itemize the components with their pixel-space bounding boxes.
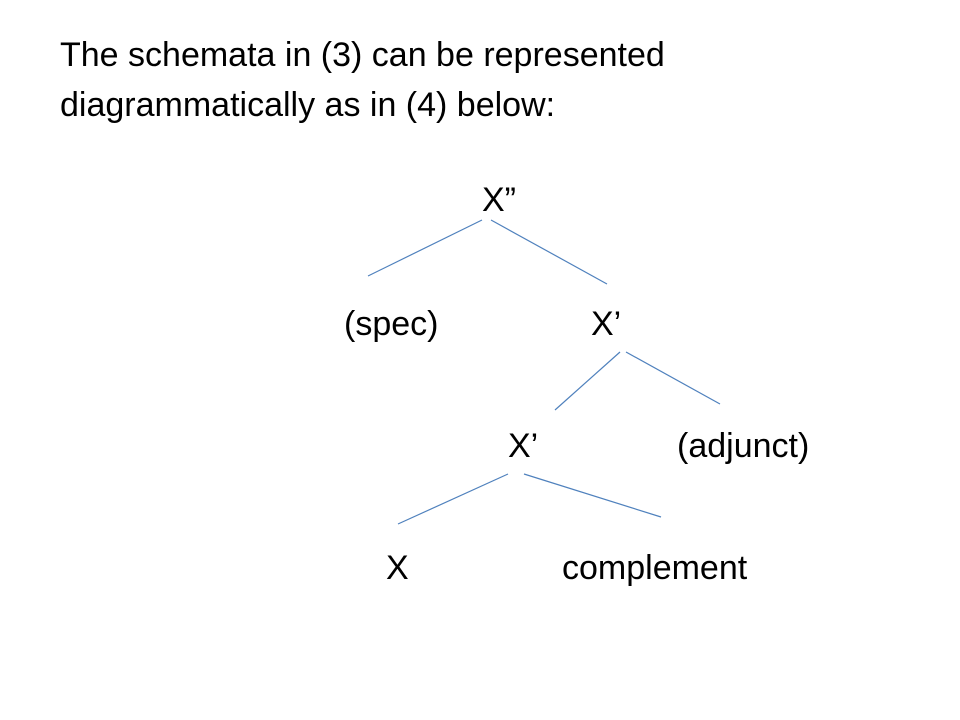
node-spec: (spec) [344,305,439,343]
node-root: X” [482,181,516,219]
edge-xbar-lower-complement [523,473,662,518]
node-xbar-upper: X’ [591,305,622,343]
node-head: X [386,549,409,587]
edge-root-xbar-upper [490,219,608,285]
node-complement: complement [562,549,748,587]
edge-root-spec [367,219,483,277]
edge-xbar-upper-adjunct [625,351,721,405]
caption-line-1: The schemata in (3) can be represented [60,36,665,74]
caption-line-2: diagrammatically as in (4) below: [60,86,556,124]
slide-caption: The schemata in (3) can be represented d… [60,30,900,130]
edge-xbar-upper-xbar-lower [554,351,621,411]
node-xbar-lower: X’ [508,427,539,465]
edge-xbar-lower-head [397,473,509,525]
node-adjunct: (adjunct) [677,427,810,465]
